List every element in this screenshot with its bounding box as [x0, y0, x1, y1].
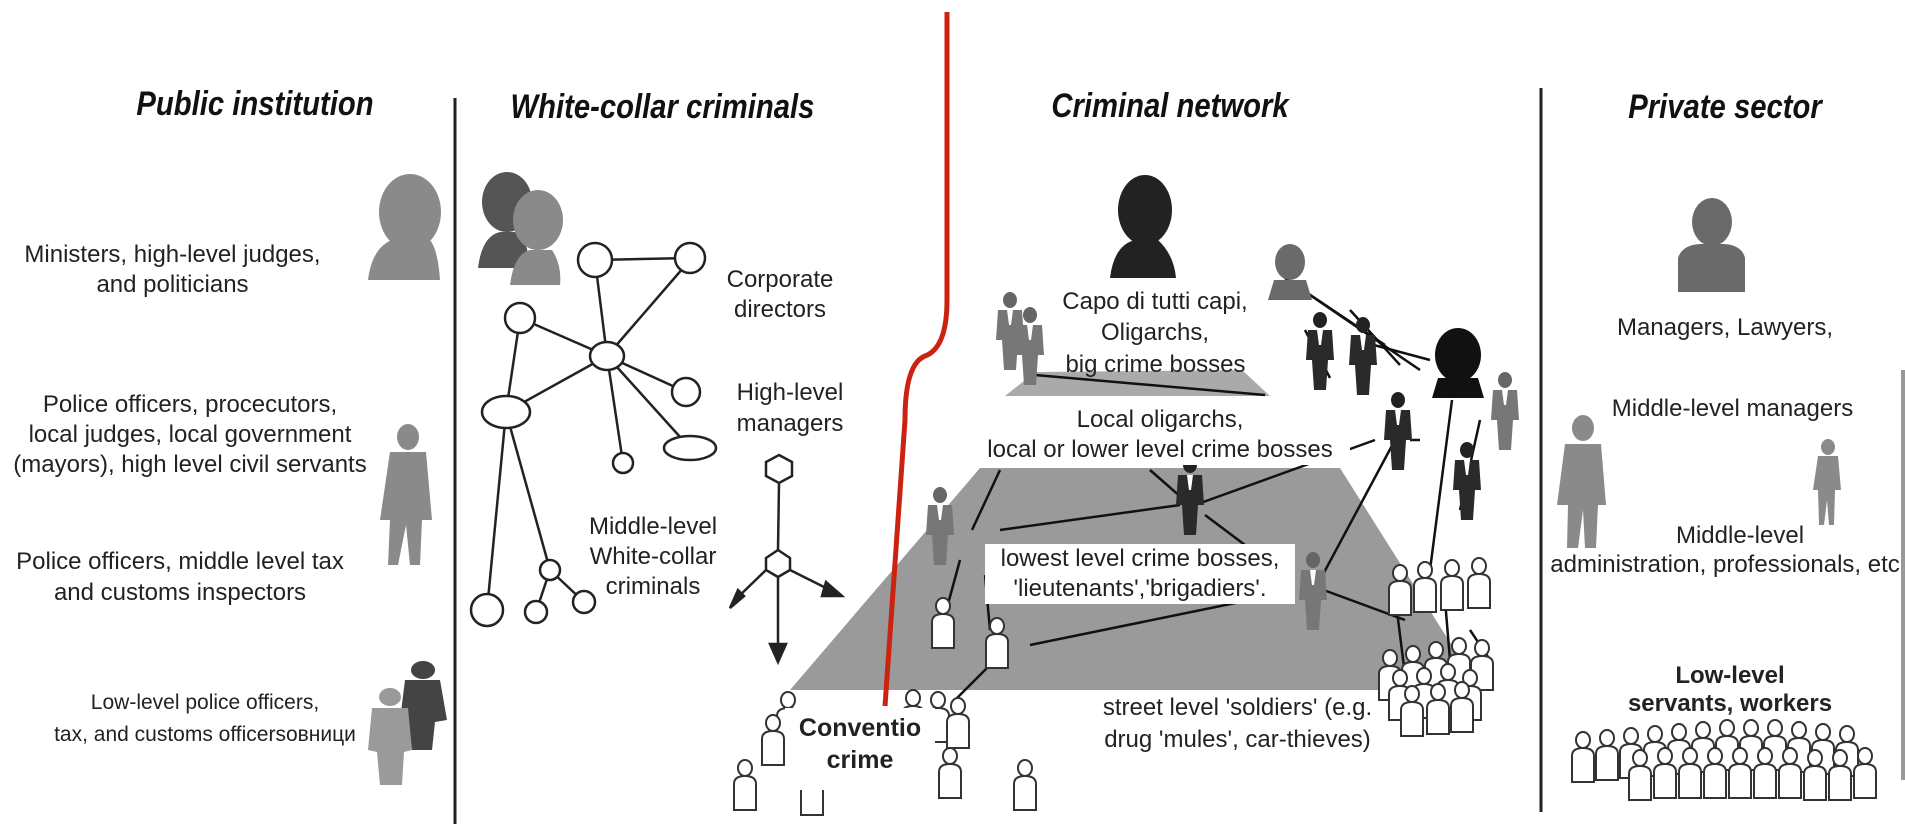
label-low-police-1: Low-level police officers,	[90, 691, 320, 714]
label-criminals: criminals	[605, 573, 701, 600]
label-middle-managers: Middle-level managers	[1611, 395, 1854, 422]
label-ministers-1: Ministers, high-level judges,	[24, 241, 321, 268]
white-collar-heads	[478, 172, 563, 285]
label-low-level: Low-level	[1675, 662, 1785, 689]
boss-figure	[1453, 442, 1481, 520]
label-tax-1: Police officers, middle level tax	[16, 548, 344, 575]
capo-silhouette	[1110, 175, 1176, 278]
label-capo: Capo di tutti capi,	[1050, 287, 1260, 317]
worker-pawns	[1571, 719, 1877, 801]
label-ministers-2: and politicians	[96, 271, 249, 298]
label-managers-lawyers: Managers, Lawyers,	[1616, 314, 1834, 341]
heading-private-sector: Private sector	[1628, 88, 1822, 126]
administrator-silhouette	[1813, 439, 1841, 525]
conventional-crime-box	[785, 708, 935, 790]
crime-boss-silhouette	[1432, 328, 1484, 398]
label-servants-workers: servants, workers	[1627, 690, 1833, 717]
label-crime: crime	[826, 746, 894, 774]
label-middle-level: Middle-level	[588, 513, 718, 540]
heading-criminal-network: Criminal network	[1051, 87, 1289, 125]
label-police-2: local judges, local government	[28, 421, 352, 448]
label-oligarchs: Oligarchs,	[1100, 319, 1210, 346]
label-white-collar: White-collar	[589, 543, 717, 570]
middle-manager-silhouette	[1557, 415, 1606, 548]
manager-silhouette	[1678, 198, 1745, 292]
label-directors: directors	[733, 296, 827, 323]
label-tax-2: and customs inspectors	[53, 579, 307, 606]
label-corporate: Corporate	[726, 266, 834, 293]
white-collar-network	[469, 241, 718, 628]
label-middle-admin-1: Middle-level	[1675, 522, 1805, 549]
label-police-1: Police officers, procecutors,	[42, 391, 338, 418]
label-high-level: High-level	[736, 379, 844, 406]
label-conventional: Conventio	[798, 714, 922, 742]
label-low-police-2: tax, and customs officersовници	[54, 723, 356, 746]
label-middle-admin-2: administration, professionals, etc	[1550, 551, 1900, 578]
label-street-soldiers: street level 'soldiers' (e.g.	[1102, 694, 1373, 721]
label-local-oligarchs: Local oligarchs,	[1050, 405, 1270, 435]
label-lieutenants: 'lieutenants','brigadiers'.	[985, 574, 1295, 604]
oligarch-silhouette	[1268, 244, 1312, 300]
label-big-bosses: big crime bosses	[1065, 351, 1246, 378]
heading-white-collar: White-collar criminals	[510, 88, 815, 126]
boss-figure	[1349, 317, 1377, 395]
label-managers: managers	[736, 410, 844, 437]
low-level-officers-silhouette	[368, 661, 447, 785]
boss-figure	[1306, 312, 1334, 390]
heading-public-institution: Public institution	[136, 85, 374, 123]
label-lowest-bosses: lowest level crime bosses,	[985, 544, 1295, 574]
middle-level-hierarchy	[728, 453, 846, 666]
boss-figure	[1491, 372, 1519, 450]
boss-figure	[1384, 392, 1412, 470]
label-local-bosses: local or lower level crime bosses	[970, 435, 1350, 465]
police-officer-silhouette	[380, 424, 432, 565]
red-boundary-line	[882, 12, 950, 707]
label-mules: drug 'mules', car-thieves)	[1104, 726, 1371, 753]
label-police-3: (mayors), high level civil servants	[13, 451, 367, 478]
minister-silhouette	[368, 174, 441, 280]
